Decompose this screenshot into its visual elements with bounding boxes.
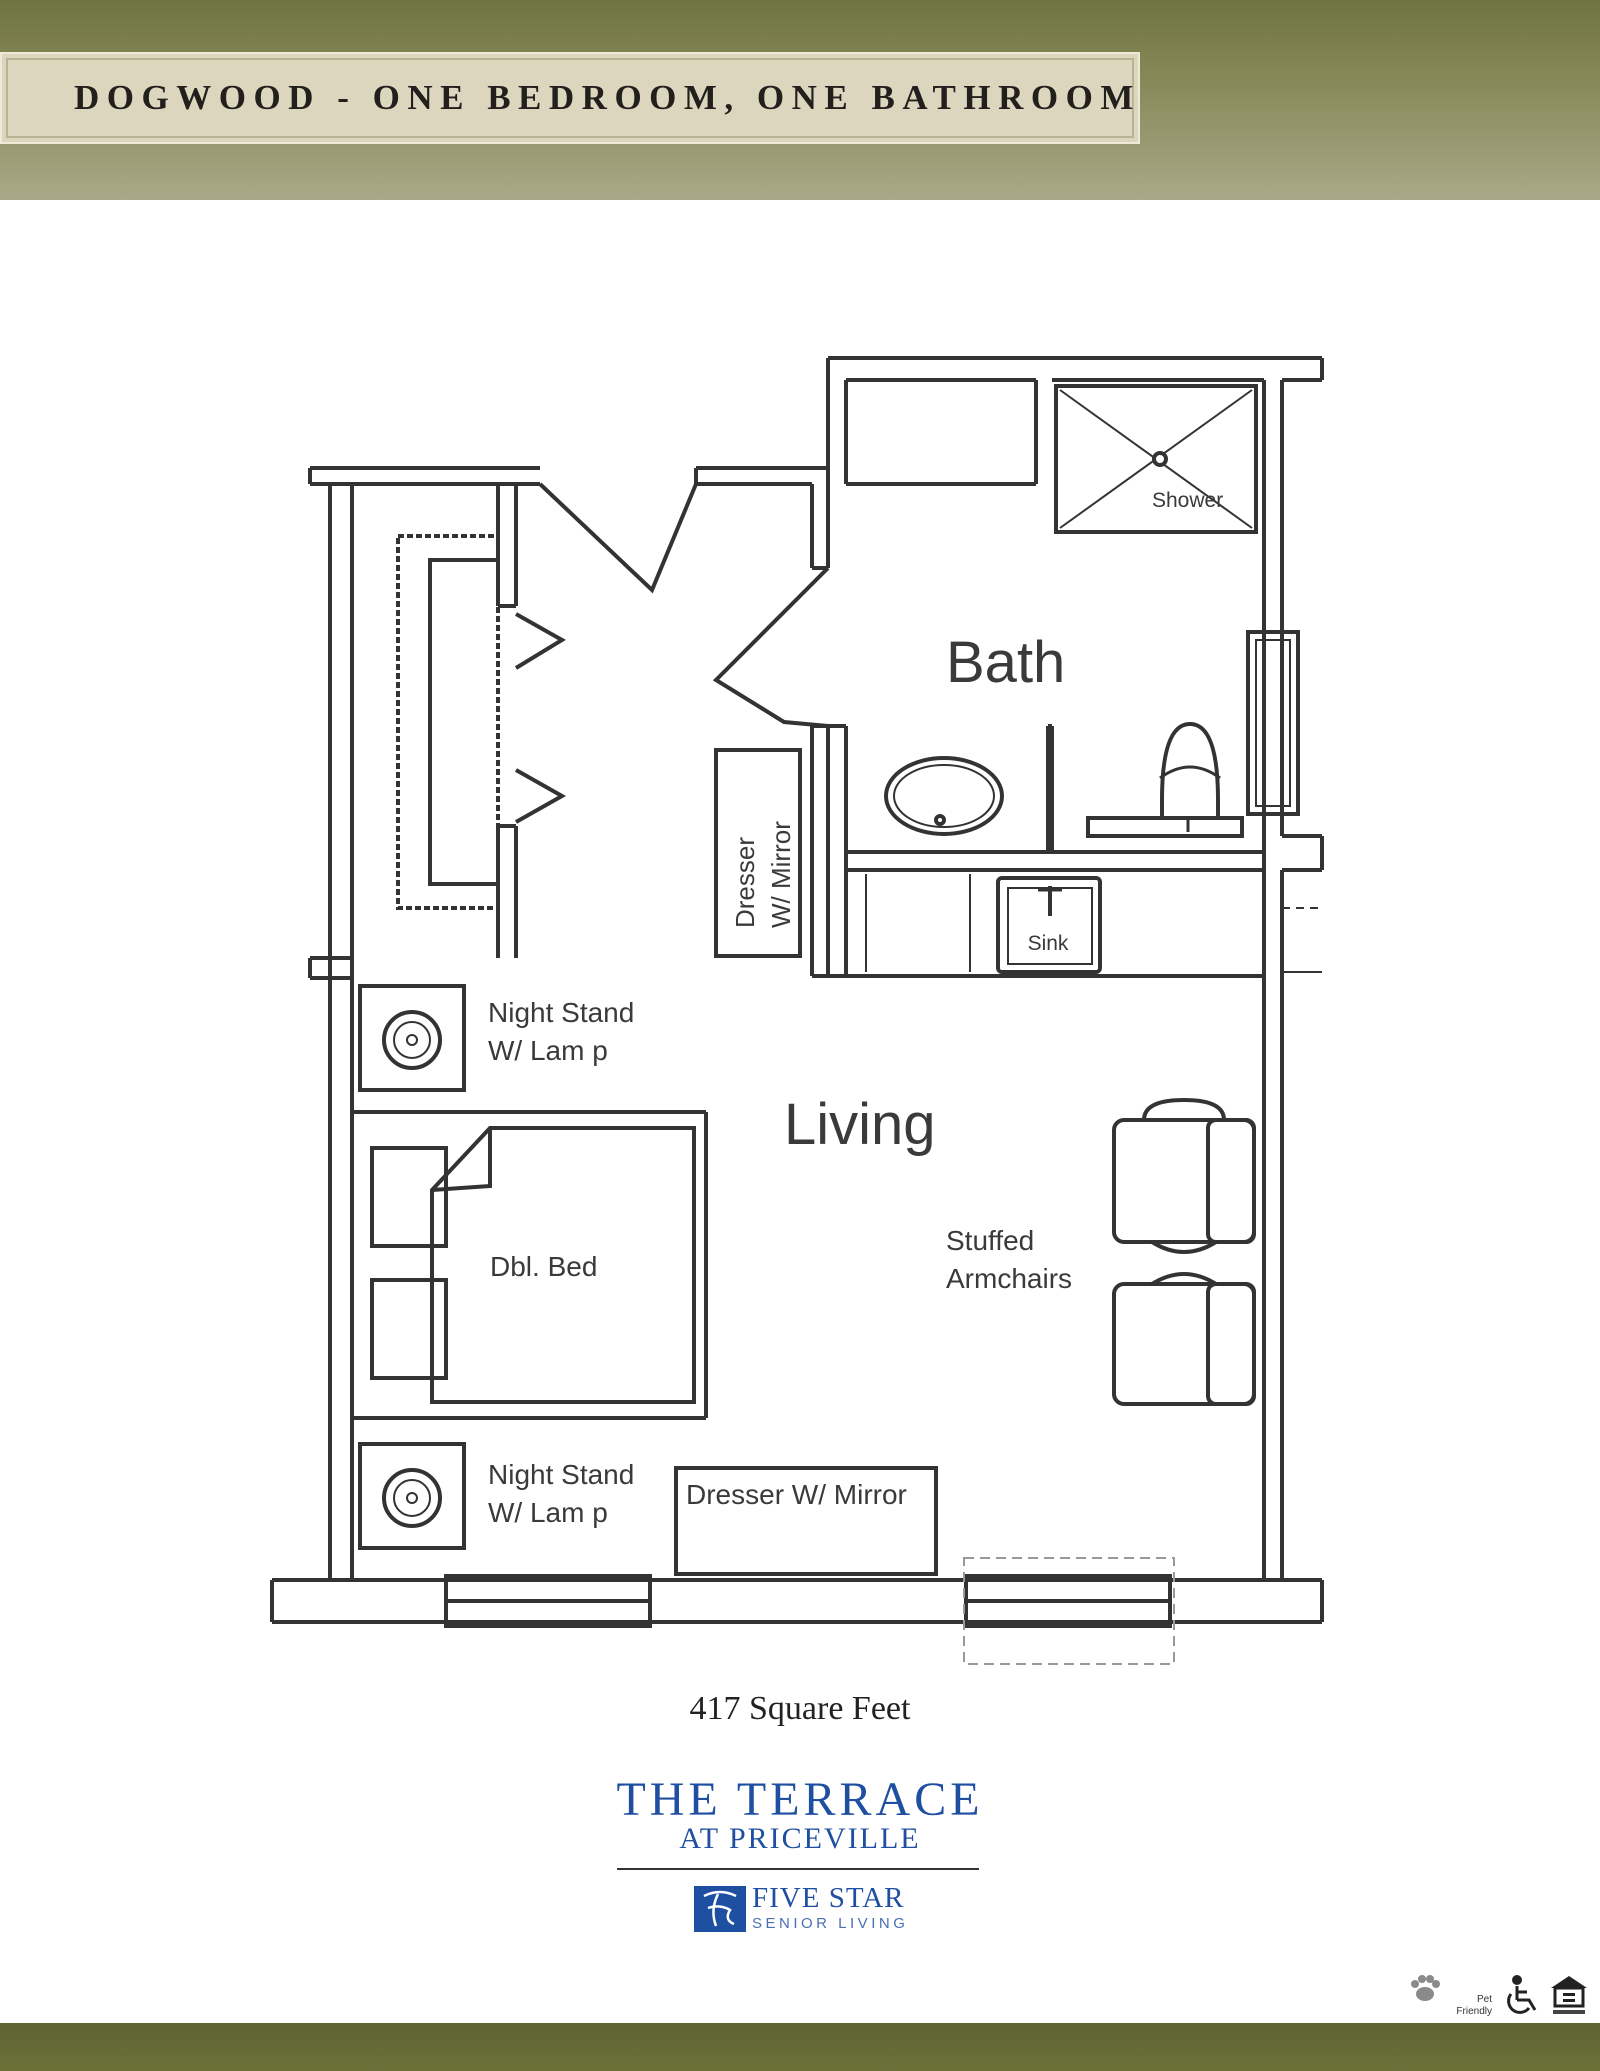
bath-window bbox=[1246, 630, 1300, 816]
footer-band bbox=[0, 2023, 1600, 2071]
pet-line-1: Pet bbox=[1476, 1994, 1492, 2005]
exterior-walls bbox=[270, 356, 1324, 1624]
five-star-logo-icon bbox=[694, 1886, 746, 1932]
shower-label: Shower bbox=[1152, 489, 1223, 512]
side-dresser-label-2: W/ Mirror bbox=[766, 821, 796, 928]
armchair-bottom bbox=[1112, 1272, 1256, 1406]
pet-line-2: Friendly bbox=[1456, 2006, 1492, 2017]
floor-plan: Shower Bath Sink Dresser W/ Mirror Night… bbox=[270, 356, 1324, 1665]
toilet bbox=[1086, 721, 1244, 838]
nightstand-bottom bbox=[358, 1442, 466, 1550]
sink-label: Sink bbox=[1028, 932, 1069, 955]
armchair-top bbox=[1112, 1097, 1256, 1254]
equal-housing-icon bbox=[1551, 1976, 1587, 2014]
closet bbox=[396, 534, 567, 910]
company-tagline: SENIOR LIVING bbox=[752, 1915, 909, 1932]
brand-divider bbox=[617, 1868, 979, 1870]
bath-door bbox=[538, 482, 830, 728]
vanity-sink bbox=[884, 756, 1004, 836]
community-subtitle: AT PRICEVILLE bbox=[679, 1822, 921, 1855]
paw-icon bbox=[1411, 1975, 1440, 2001]
company-name: FIVE STAR bbox=[752, 1882, 905, 1914]
header-band: DOGWOOD - ONE BEDROOM, ONE BATHROOM bbox=[0, 0, 1600, 200]
side-dresser-label-1: Dresser bbox=[730, 837, 760, 928]
shower-stall bbox=[1054, 384, 1258, 534]
page-title: DOGWOOD - ONE BEDROOM, ONE BATHROOM bbox=[74, 78, 1141, 117]
bath-label: Bath bbox=[946, 630, 1065, 695]
community-name: THE TERRACE bbox=[616, 1773, 984, 1826]
title-box: DOGWOOD - ONE BEDROOM, ONE BATHROOM bbox=[0, 52, 1140, 144]
nightstand-top-label-2: W/ Lam p bbox=[488, 1035, 608, 1066]
nightstand-top-label-1: Night Stand bbox=[488, 997, 634, 1028]
kitchenette-counter bbox=[844, 868, 1322, 978]
side-dresser bbox=[714, 748, 802, 958]
nightstand-bottom-label-1: Night Stand bbox=[488, 1459, 634, 1490]
badge-row bbox=[1411, 1975, 1587, 2014]
nightstand-bottom-label-2: W/ Lam p bbox=[488, 1497, 608, 1528]
living-label: Living bbox=[784, 1092, 936, 1157]
square-footage: 417 Square Feet bbox=[689, 1690, 911, 1727]
bottom-dresser-label: Dresser W/ Mirror bbox=[686, 1479, 907, 1510]
bed-label: Dbl. Bed bbox=[490, 1251, 597, 1282]
double-bed bbox=[352, 1110, 708, 1420]
armchairs-label-2: Armchairs bbox=[946, 1263, 1072, 1294]
armchairs-label-1: Stuffed bbox=[946, 1225, 1034, 1256]
wheelchair-accessible-icon bbox=[1507, 1975, 1537, 2014]
windows bbox=[444, 1557, 1175, 1665]
bottom-dresser bbox=[674, 1466, 938, 1576]
pet-friendly-label: Pet Friendly bbox=[1432, 1994, 1492, 2018]
nightstand-top bbox=[358, 984, 466, 1092]
